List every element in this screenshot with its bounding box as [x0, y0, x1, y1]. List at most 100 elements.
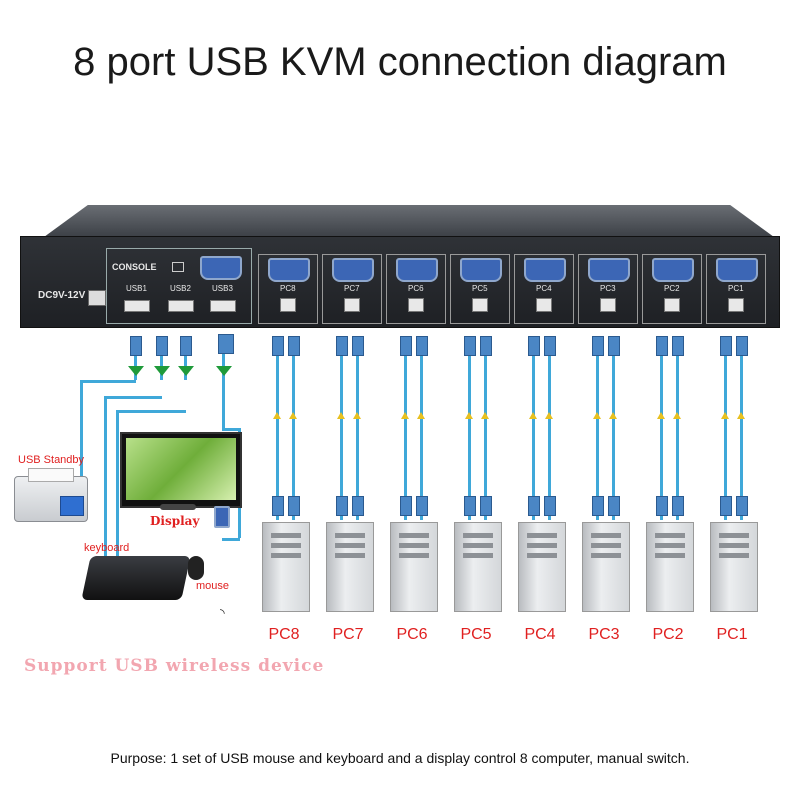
kvm-rear-panel [20, 236, 780, 328]
cable-plug [288, 496, 300, 516]
pc-tower [326, 522, 374, 612]
drive-bay [399, 543, 429, 548]
cable-ferrite-icon [401, 412, 409, 419]
pc-port-group [706, 254, 766, 324]
pc-tower [582, 522, 630, 612]
drive-bay [527, 533, 557, 538]
drive-bay [463, 543, 493, 548]
pc-port-label: PC1 [728, 284, 744, 293]
cable-plug [416, 496, 428, 516]
pc-label: PC2 [652, 626, 684, 643]
cable-ferrite-icon [273, 412, 281, 419]
pc-label: PC3 [588, 626, 620, 643]
pc-vga-port [268, 258, 310, 282]
pc-usb-cable [660, 340, 663, 520]
usb3-port [210, 300, 236, 312]
pc-label: PC5 [460, 626, 492, 643]
cable-plug [272, 496, 284, 516]
drive-bay [527, 543, 557, 548]
usb2-route [104, 396, 162, 399]
cable-plug [352, 336, 364, 356]
mouse-label: mouse [196, 580, 230, 592]
cable-plug [736, 336, 748, 356]
console-label: CONSOLE [112, 262, 157, 272]
pc-label: PC6 [396, 626, 428, 643]
pc-usb-cable [596, 340, 599, 520]
drive-bay [719, 533, 749, 538]
usb2-route-v [104, 396, 107, 556]
cable-ferrite-icon [721, 412, 729, 419]
cable-plug [528, 336, 540, 356]
pc-vga-cable [676, 340, 679, 520]
console-vga-port [200, 256, 242, 280]
drive-bay [399, 553, 429, 558]
drive-bay [399, 533, 429, 538]
cable-ferrite-icon [657, 412, 665, 419]
usb1-label: USB1 [126, 284, 147, 293]
drive-bay [655, 543, 685, 548]
pc-tower [518, 522, 566, 612]
pc-usb-b-port [408, 298, 424, 312]
pc-vga-port [396, 258, 438, 282]
drive-bay [463, 553, 493, 558]
usb-standby-label: USB Standby [18, 454, 85, 466]
drive-bay [271, 533, 301, 538]
drive-bay [335, 533, 365, 538]
pc-port-group [514, 254, 574, 324]
cable-plug [464, 496, 476, 516]
console-port-group [106, 248, 252, 324]
pc-usb-cable [276, 340, 279, 520]
kvm-top-cover [44, 205, 774, 237]
pc-usb-b-port [664, 298, 680, 312]
usb1-cable [134, 340, 137, 380]
usb1-port [124, 300, 150, 312]
drive-bay [463, 533, 493, 538]
cable-ferrite-icon [465, 412, 473, 419]
monitor [120, 432, 242, 508]
usb1-arrow-icon [128, 366, 144, 376]
pc-vga-port [524, 258, 566, 282]
wireless-signal-icon: ◝ [220, 606, 225, 620]
pc-label: PC1 [716, 626, 748, 643]
pc-port-group [578, 254, 638, 324]
cable-plug [464, 336, 476, 356]
vga-arrow-icon [216, 366, 232, 376]
pc-port-group [386, 254, 446, 324]
drive-bay [271, 543, 301, 548]
printer-panel [60, 496, 84, 516]
pc-port-group [642, 254, 702, 324]
drive-bay [719, 543, 749, 548]
monitor-screen [126, 438, 236, 500]
pc-vga-port [716, 258, 758, 282]
cable-ferrite-icon [737, 412, 745, 419]
cable-plug [416, 336, 428, 356]
purpose-caption: Purpose: 1 set of USB mouse and keyboard… [110, 750, 690, 766]
cable-plug [480, 496, 492, 516]
pc-usb-cable [468, 340, 471, 520]
cable-plug [608, 336, 620, 356]
cable-plug [592, 496, 604, 516]
usb3-cable [184, 340, 187, 380]
drive-bay [591, 533, 621, 538]
usb3-arrow-icon [178, 366, 194, 376]
drive-bay [655, 553, 685, 558]
pc-vga-cable [612, 340, 615, 520]
cable-plug [736, 496, 748, 516]
usb2-label: USB2 [170, 284, 191, 293]
pc-usb-b-port [728, 298, 744, 312]
cable-ferrite-icon [417, 412, 425, 419]
usb1-route-v [80, 380, 83, 490]
pc-tower [390, 522, 438, 612]
cable-plug [400, 336, 412, 356]
pc-port-label: PC2 [664, 284, 680, 293]
cable-plug [544, 496, 556, 516]
pc-usb-cable [724, 340, 727, 520]
pc-usb-b-port [280, 298, 296, 312]
drive-bay [271, 553, 301, 558]
pc-port-group [258, 254, 318, 324]
cable-ferrite-icon [289, 412, 297, 419]
vga-route-h2 [222, 538, 240, 541]
cable-plug [272, 336, 284, 356]
pc-label: PC7 [332, 626, 364, 643]
display-label: Display [150, 514, 200, 528]
